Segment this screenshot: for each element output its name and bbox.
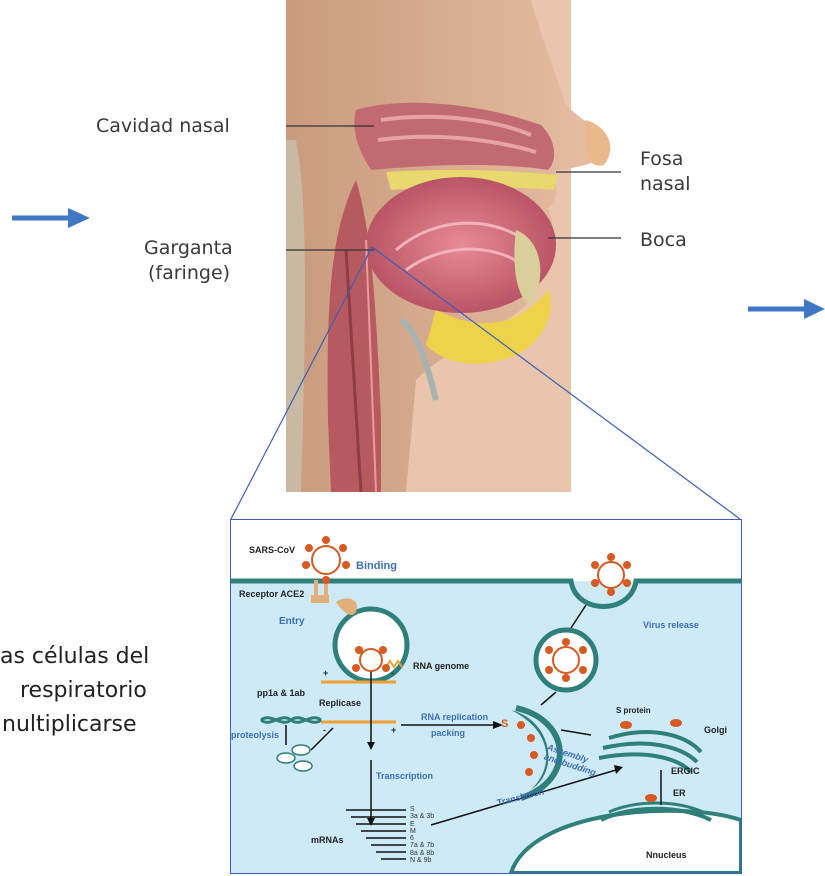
gene-item: E xyxy=(410,821,434,828)
gene-item: 7a & 7b xyxy=(410,842,434,849)
label-plus-2: + xyxy=(391,725,396,735)
label-rna-replication: RNA replication xyxy=(421,712,488,722)
gene-item: 6 xyxy=(410,835,434,842)
label-pp1a: pp1a & 1ab xyxy=(257,688,305,698)
label-minus-2: - xyxy=(323,725,326,735)
label-sars-cov: SARS-CoV xyxy=(249,545,295,555)
label-virus-release: Virus release xyxy=(643,620,699,630)
s-symbol-icon: S xyxy=(501,718,508,730)
replication-diagram: SARS-CoV Binding Receptor ACE2 Entry Vir… xyxy=(230,519,742,874)
label-entry: Entry xyxy=(279,616,305,627)
label-ace2: ACE2 xyxy=(280,589,304,599)
label-rna-genome: RNA genome xyxy=(413,661,469,671)
gene-item: N & 9b xyxy=(410,857,434,864)
label-minus-1: - xyxy=(391,668,394,678)
label-replicase: Replicase xyxy=(319,698,361,708)
cell-interior xyxy=(231,520,741,873)
gene-item: S xyxy=(410,806,434,813)
gene-item: M xyxy=(410,828,434,835)
label-transcription: Transcription xyxy=(376,771,433,781)
label-receptor: Receptor xyxy=(239,589,278,599)
label-nucleus: Nnucleus xyxy=(646,850,687,860)
gene-item: 3a & 3b xyxy=(410,813,434,820)
label-golgi: Golgi xyxy=(704,725,727,735)
label-er: ER xyxy=(673,788,686,798)
label-s-protein: S protein xyxy=(616,706,651,715)
label-ergic: ERGIC xyxy=(671,766,700,776)
label-packing: packing xyxy=(431,728,465,738)
label-binding: Binding xyxy=(356,560,397,572)
label-receptor-ace2: Receptor ACE2 xyxy=(239,589,304,599)
gene-list: S 3a & 3b E M 6 7a & 7b 8a & 8b N & 9b xyxy=(410,806,434,864)
label-mrnas: mRNAs xyxy=(311,835,344,845)
label-proteolysis: proteolysis xyxy=(231,730,279,740)
label-plus-1: + xyxy=(323,668,328,678)
gene-item: 8a & 8b xyxy=(410,850,434,857)
